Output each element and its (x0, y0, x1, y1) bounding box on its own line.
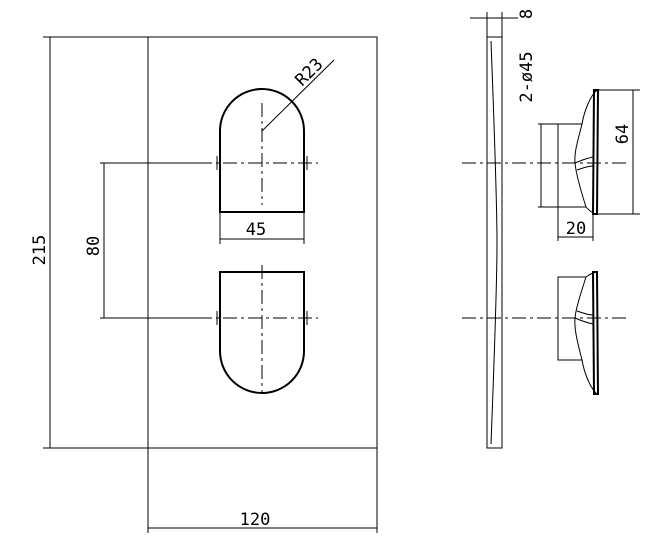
dimension-spacing-label: 80 (84, 236, 104, 256)
dimension-handle-depth: 20 (557, 207, 594, 241)
plate-profile (486, 36, 503, 449)
cover-plate-outline (147, 36, 378, 449)
dimension-plate-thickness-label: 8 (517, 9, 537, 19)
dimension-height: 215 (30, 36, 148, 449)
dimension-plate-thickness: 8 (470, 9, 537, 37)
dimension-height-label: 215 (30, 235, 50, 266)
upper-opening (219, 88, 305, 213)
side-view: 8 2-ø45 64 20 (462, 9, 640, 449)
dimension-spacing: 80 (84, 162, 200, 319)
dimension-handle-diameter-label: 2-ø45 (517, 51, 537, 102)
upper-handle-profile (557, 89, 600, 215)
dimension-radius: R23 (261, 55, 335, 132)
lower-opening (219, 271, 305, 394)
front-view: 215 80 45 R23 120 (30, 36, 378, 533)
dimension-handle-height-label: 64 (613, 124, 633, 144)
plate-inner-edge (490, 40, 498, 445)
dimension-handle-depth-label: 20 (566, 219, 586, 239)
dimension-width-label: 120 (240, 510, 271, 530)
dimension-radius-label: R23 (292, 55, 328, 91)
dimension-handle-diameter: 2-ø45 (517, 51, 560, 208)
dimension-width: 120 (147, 448, 378, 533)
dimension-opening-width: 45 (219, 212, 305, 244)
lower-handle-profile (557, 271, 600, 395)
dimension-opening-width-label: 45 (246, 220, 266, 240)
dimension-handle-height: 64 (597, 89, 640, 215)
